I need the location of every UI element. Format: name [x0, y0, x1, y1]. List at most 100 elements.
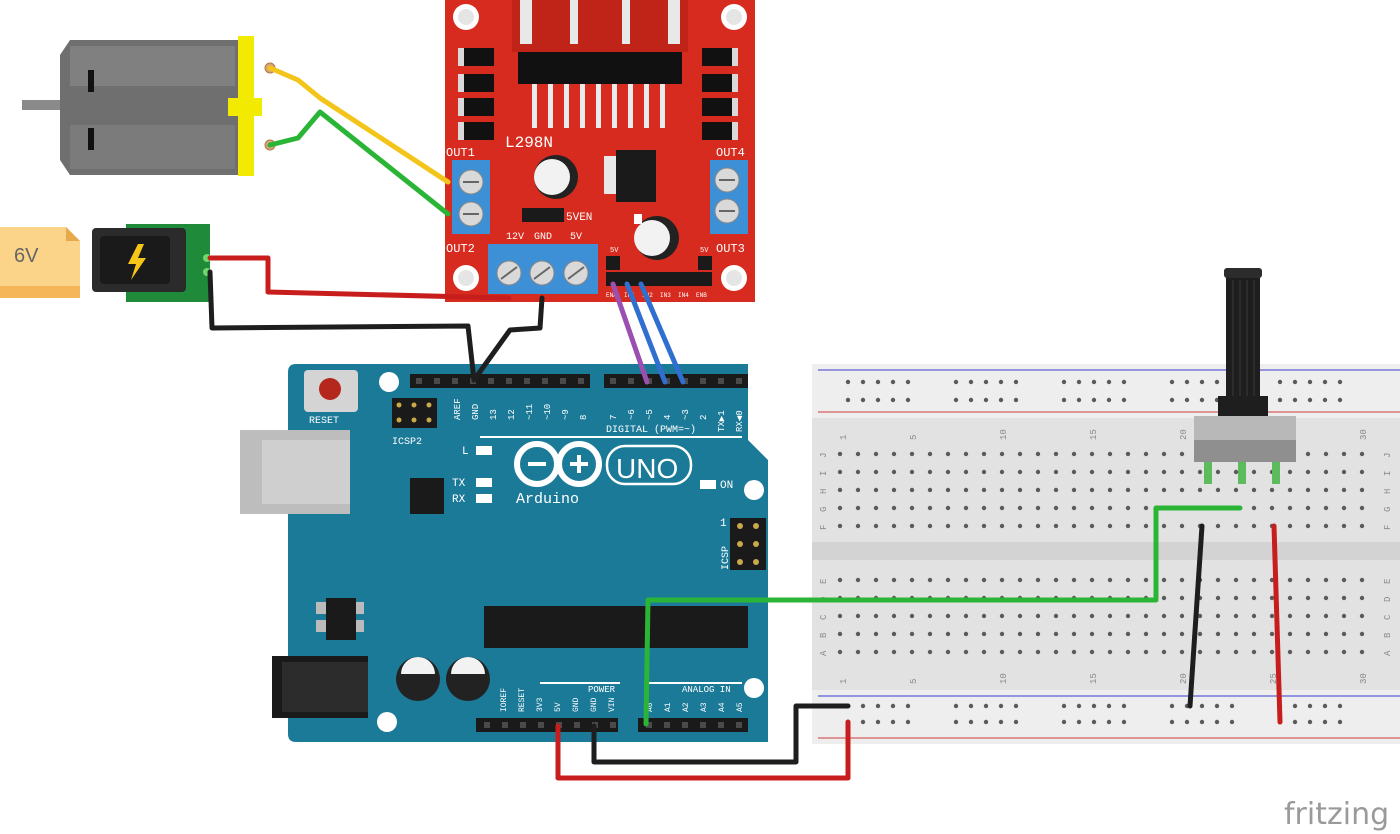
breadboard-hole	[891, 469, 897, 475]
breadboard-hole	[875, 379, 881, 385]
breadboard-hole	[945, 487, 951, 493]
ctrl-5v-right: 5V	[700, 247, 709, 255]
breadboard-hole	[945, 505, 951, 511]
wire-black-gnd	[471, 295, 545, 383]
breadboard-hole	[999, 523, 1005, 529]
breadboard-hole	[1197, 613, 1203, 619]
breadboard-hole	[1076, 397, 1082, 403]
pin-11: ~11	[525, 404, 535, 420]
wire-blue-in1	[624, 281, 668, 385]
breadboard-hole	[981, 469, 987, 475]
breadboard-hole	[1215, 649, 1221, 655]
breadboard-hole	[891, 451, 897, 457]
breadboard-hole	[1089, 505, 1095, 511]
breadboard-hole	[1013, 703, 1019, 709]
breadboard-hole	[1287, 649, 1293, 655]
breadboard-hole	[1341, 505, 1347, 511]
breadboard-hole	[1089, 523, 1095, 529]
breadboard-hole	[1161, 451, 1167, 457]
breadboard-hole	[1287, 523, 1293, 529]
breadboard-hole	[968, 719, 974, 725]
breadboard-hole	[873, 505, 879, 511]
breadboard-hole	[1121, 397, 1127, 403]
breadboard-hole	[945, 649, 951, 655]
breadboard-hole	[953, 397, 959, 403]
breadboard-hole	[909, 487, 915, 493]
breadboard-hole	[1143, 523, 1149, 529]
breadboard-hole	[1251, 487, 1257, 493]
breadboard-hole	[1251, 631, 1257, 637]
breadboard-hole	[1322, 719, 1328, 725]
breadboard-hole	[963, 613, 969, 619]
breadboard-hole	[905, 703, 911, 709]
breadboard-hole	[981, 451, 987, 457]
pin-a3: A3	[700, 702, 709, 712]
breadboard-hole	[981, 613, 987, 619]
breadboard-hole	[1251, 613, 1257, 619]
breadboard-hole	[999, 631, 1005, 637]
breadboard-hole	[1305, 577, 1311, 583]
breadboard-hole	[1323, 523, 1329, 529]
breadboard-hole	[1107, 487, 1113, 493]
bb-row-b: B	[819, 632, 829, 638]
ctrl-5v-left: 5V	[610, 247, 619, 255]
breadboard-hole	[1035, 577, 1041, 583]
breadboard-hole	[1341, 613, 1347, 619]
breadboard-hole	[1179, 649, 1185, 655]
breadboard-hole	[1233, 649, 1239, 655]
breadboard-hole	[998, 397, 1004, 403]
breadboard-hole	[1061, 379, 1067, 385]
breadboard-hole	[909, 469, 915, 475]
breadboard-hole	[1061, 703, 1067, 709]
breadboard-hole	[1035, 631, 1041, 637]
breadboard-hole	[1017, 577, 1023, 583]
breadboard-hole	[873, 469, 879, 475]
pin-gnd-2: GND	[590, 697, 599, 712]
breadboard-hole	[927, 631, 933, 637]
breadboard-hole	[1323, 487, 1329, 493]
breadboard-hole	[983, 703, 989, 709]
breadboard-hole	[1305, 505, 1311, 511]
breadboard-hole	[1091, 719, 1097, 725]
breadboard-hole	[1121, 703, 1127, 709]
breadboard-hole	[981, 523, 987, 529]
breadboard-hole	[1305, 613, 1311, 619]
breadboard-hole	[1013, 719, 1019, 725]
breadboard-hole	[1184, 719, 1190, 725]
breadboard-hole	[1359, 487, 1365, 493]
breadboard-hole	[1107, 523, 1113, 529]
breadboard-hole	[1091, 379, 1097, 385]
pin-6: ~6	[627, 409, 637, 420]
battery-label: 6V	[14, 245, 39, 267]
bb-row-f: F	[819, 525, 829, 530]
breadboard-hole	[1071, 523, 1077, 529]
breadboard-hole	[1199, 397, 1205, 403]
bb-row-d-r: D	[1383, 597, 1393, 602]
breadboard-hole	[891, 487, 897, 493]
wire-black-pot	[1187, 523, 1205, 709]
pin-3v3: 3V3	[536, 697, 545, 712]
breadboard-hole	[1341, 595, 1347, 601]
breadboard-hole	[875, 703, 881, 709]
bb-col-5b: 5	[909, 679, 919, 684]
bb-col-30b: 30	[1359, 673, 1369, 684]
breadboard-hole	[1233, 595, 1239, 601]
breadboard-hole	[1269, 631, 1275, 637]
breadboard-hole	[1143, 469, 1149, 475]
breadboard-hole	[1106, 379, 1112, 385]
breadboard-hole	[860, 703, 866, 709]
analog-label: ANALOG IN	[682, 685, 731, 695]
breadboard-hole	[1323, 451, 1329, 457]
breadboard-hole	[1143, 577, 1149, 583]
breadboard-hole	[1017, 631, 1023, 637]
breadboard-hole	[1341, 487, 1347, 493]
bb-col-25b: 25	[1269, 673, 1279, 684]
pin-5: ~5	[645, 409, 655, 420]
breadboard-hole	[963, 469, 969, 475]
wire-black-power	[207, 269, 477, 383]
battery-6v: 6V	[0, 227, 80, 298]
breadboard-hole	[837, 451, 843, 457]
breadboard-hole	[1125, 469, 1131, 475]
breadboard-hole	[927, 487, 933, 493]
breadboard: 1 5 10 15 20 25 30 1 5 10 15 20 25 30 J …	[812, 364, 1400, 744]
